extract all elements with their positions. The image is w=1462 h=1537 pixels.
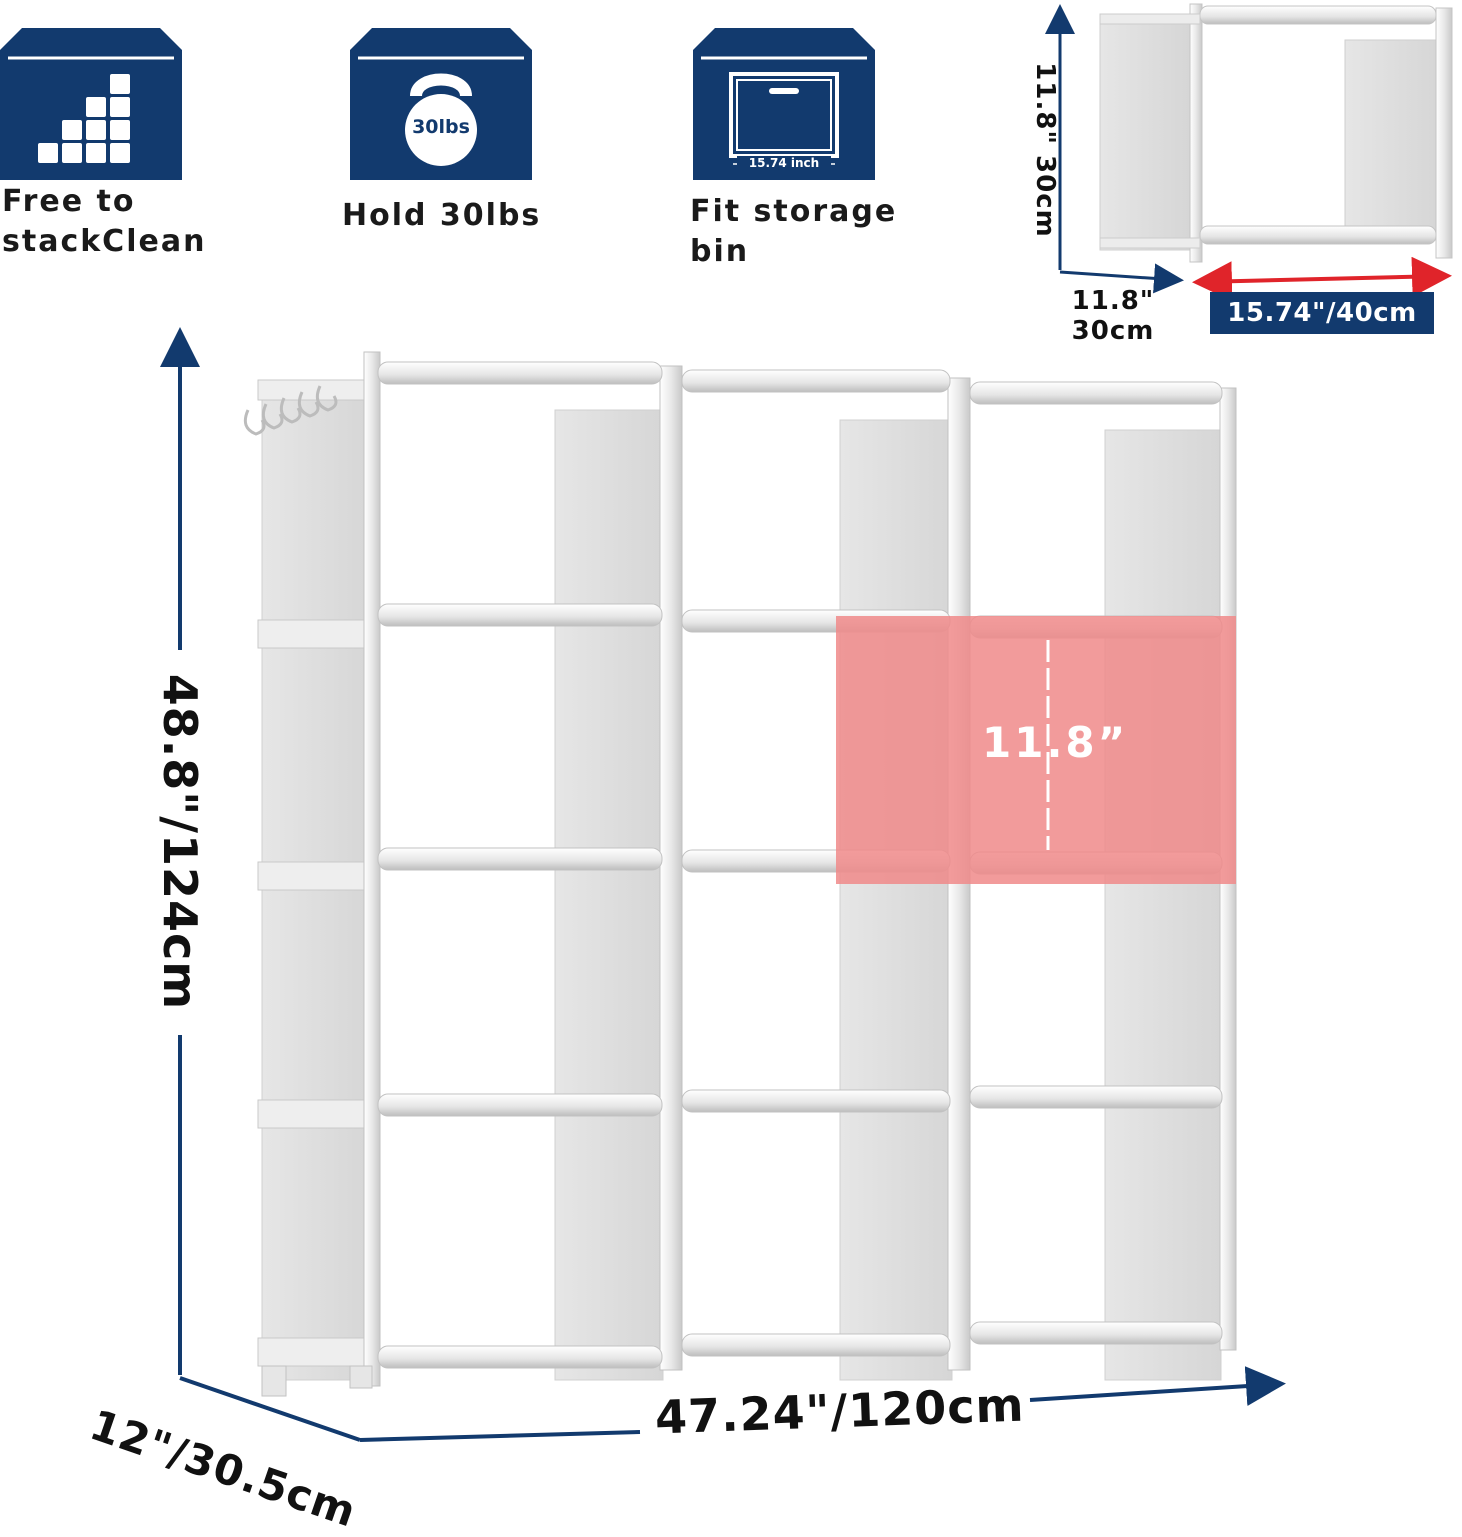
highlighted-cube: [836, 616, 1236, 884]
feature-label-stack: Free to stackClean: [2, 184, 207, 259]
storage-bin-icon: 15.74 inch: [693, 28, 875, 180]
shelf-illustration: [160, 3, 1453, 1442]
total-height-label: 48.8"/124cm: [153, 667, 207, 1017]
kettlebell-weight-text: 30lbs: [412, 116, 470, 138]
single-cube-illustration: [1099, 3, 1453, 263]
feature-label-storage-bin: Fit storage bin: [690, 194, 898, 269]
cube-depth-label: 11.8" 30cm: [1071, 286, 1155, 346]
cube-width-badge: 15.74"/40cm: [1210, 292, 1434, 334]
kettlebell-icon: 30lbs: [350, 28, 532, 180]
feature-label-weight: Hold 30lbs: [342, 198, 542, 233]
stack-icon: [0, 28, 182, 180]
highlighted-cube-height-label: 11.8”: [982, 718, 1129, 767]
cube-height-label: 11.8" 30cm: [1030, 62, 1060, 238]
storage-bin-size-text: 15.74 inch: [737, 156, 831, 170]
